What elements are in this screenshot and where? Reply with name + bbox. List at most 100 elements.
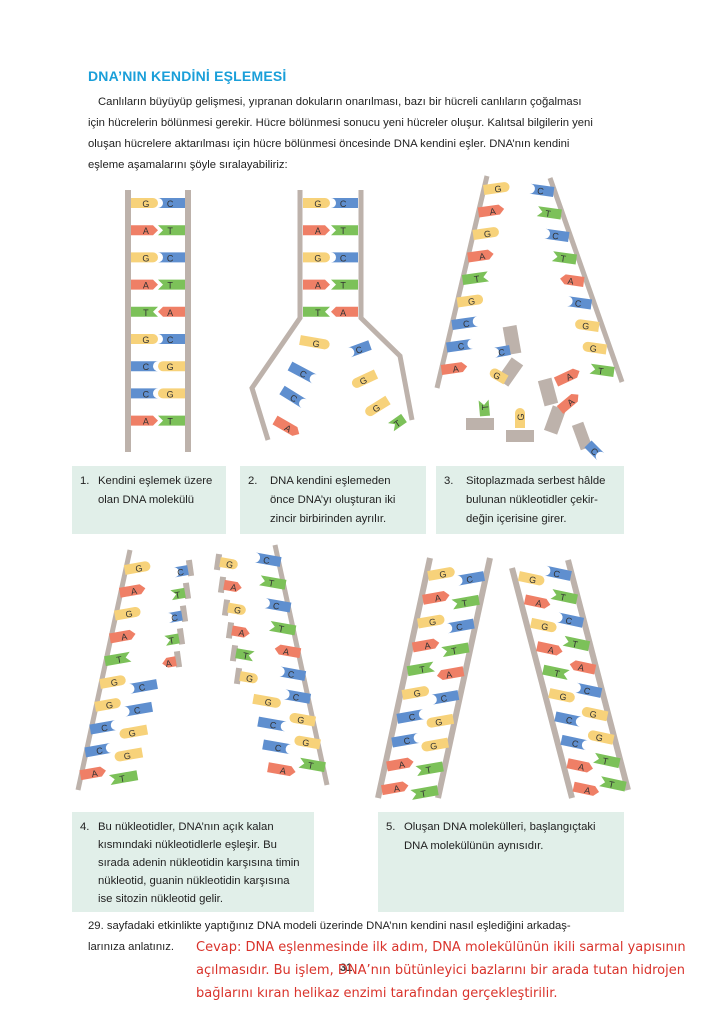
nucleotide-shape (167, 610, 183, 623)
nucleotide-T: T (331, 279, 358, 291)
nucleotide-shape (254, 552, 282, 567)
dna-strand (249, 190, 303, 441)
nucleotide-shape (426, 713, 455, 728)
nucleotide-shape (84, 742, 112, 758)
nucleotide-shape (118, 584, 146, 598)
nucleotide-G: G (548, 688, 575, 703)
nucleotide-C: C (430, 690, 460, 705)
nucleotide-shape (574, 682, 603, 698)
step-text: olan DNA molekülü (98, 494, 195, 506)
nucleotide-G: G (94, 698, 121, 712)
nucleotide-A: A (560, 274, 585, 287)
nucleotide-G: G (456, 294, 484, 308)
nucleotide-label: G (110, 677, 119, 688)
nucleotide-shape (436, 666, 465, 680)
nucleotide-C: C (257, 716, 287, 732)
nucleotide-label: G (167, 362, 174, 372)
nucleotide-T: T (131, 306, 158, 318)
nucleotide-G: G (416, 614, 445, 629)
nucleotide-shape (158, 361, 185, 372)
nucleotide-A: A (536, 641, 563, 656)
nucleotide-shape (411, 638, 440, 653)
nucleotide-A: A (380, 781, 409, 796)
nucleotide-shape (391, 732, 420, 748)
nucleotide-label: C (100, 723, 109, 734)
nucleotide-label: G (589, 709, 598, 720)
nucleotide-label: A (424, 640, 432, 651)
nucleotide-G: G (472, 227, 499, 240)
nucleotide-G: G (581, 707, 609, 722)
nucleotide-label: G (301, 737, 310, 748)
nucleotide-shape (104, 651, 132, 667)
answer-text: Cevap: DNA eşlenmesinde ilk adım, DNA mo… (196, 936, 716, 1005)
nucleotide-label: A (315, 226, 321, 236)
nucleotide-shape (262, 739, 292, 755)
step-text: nükleotid, guanin nükleotidin karşısına (98, 875, 290, 887)
nucleotide-label: G (105, 700, 114, 711)
nucleotide-shape (553, 368, 580, 387)
nucleotide-G: G (158, 388, 185, 399)
nucleotide-shape (287, 361, 318, 384)
nucleotide-T: T (158, 279, 185, 291)
nucleotide-G: G (421, 737, 449, 752)
nucleotide-shape (446, 618, 475, 634)
nucleotide-shape (550, 589, 578, 605)
nucleotide-shape (119, 724, 149, 739)
nucleotide-shape (562, 635, 591, 652)
nucleotide-label: G (297, 715, 306, 726)
nucleotide-label: C (552, 568, 561, 579)
nucleotide-label: T (143, 308, 149, 318)
nucleotide-shape (456, 294, 484, 308)
nucleotide-C: C (173, 565, 189, 578)
nucleotide-label: G (582, 321, 590, 332)
nucleotide-shape (451, 594, 480, 610)
nucleotide-label: A (315, 281, 321, 291)
nucleotide-shape (544, 228, 570, 242)
footer-line: 29. sayfadaki etkinlikte yaptığınız DNA … (88, 920, 571, 932)
nucleotide-label: A (130, 586, 138, 597)
nucleotide-shape (427, 567, 455, 581)
step-1-box: 1. Kendini eşlemek üzere olan DNA molekü… (72, 466, 226, 534)
nucleotide-C: C (451, 316, 479, 330)
nucleotide-C: C (396, 709, 425, 724)
nucleotide-label: A (143, 417, 149, 427)
nucleotide-label: C (457, 341, 465, 352)
nucleotide-shape (556, 612, 585, 628)
nucleotide-label: T (602, 756, 610, 767)
nucleotide-G: G (587, 730, 615, 745)
nucleotide-shape (219, 557, 238, 570)
nucleotide-label: A (547, 645, 555, 656)
nucleotide-label: C (354, 344, 364, 356)
dna-strand (435, 557, 493, 799)
nucleotide-shape (331, 279, 358, 290)
nucleotide-shape (416, 614, 445, 629)
nucleotide-label: A (478, 251, 485, 262)
nucleotide-T: T (268, 620, 297, 636)
intro-line: eşleme aşamalarını şöyle sıralayabiliriz… (88, 159, 288, 171)
nucleotide-G: G (99, 675, 126, 689)
nucleotide-shape (581, 707, 609, 722)
nucleotide-shape (467, 249, 494, 263)
nucleotide-shape (582, 341, 608, 355)
nucleotide-G: G (113, 607, 141, 621)
free-nucleotide-backbone (543, 405, 567, 435)
nucleotide-A: A (467, 249, 494, 263)
nucleotide-label: T (392, 418, 403, 430)
nucleotide-C: C (264, 598, 292, 613)
nucleotide-label: T (340, 281, 346, 291)
nucleotide-shape (223, 579, 242, 592)
nucleotide-shape (556, 393, 579, 414)
nucleotide-label: C (537, 186, 545, 197)
nucleotide-label: C (288, 392, 299, 404)
nucleotide-label: C (565, 615, 574, 626)
nucleotide-label: C (272, 601, 281, 612)
nucleotide-shape (114, 747, 144, 762)
nucleotide-A: A (272, 415, 300, 436)
nucleotide-shape (331, 225, 358, 236)
nucleotide-C: C (391, 732, 420, 748)
nucleotide-C: C (89, 720, 117, 735)
nucleotide-T: T (599, 776, 627, 792)
nucleotide-shape (566, 296, 593, 310)
nucleotide-label: G (371, 402, 382, 414)
free-nucleotide-backbone (466, 418, 494, 430)
